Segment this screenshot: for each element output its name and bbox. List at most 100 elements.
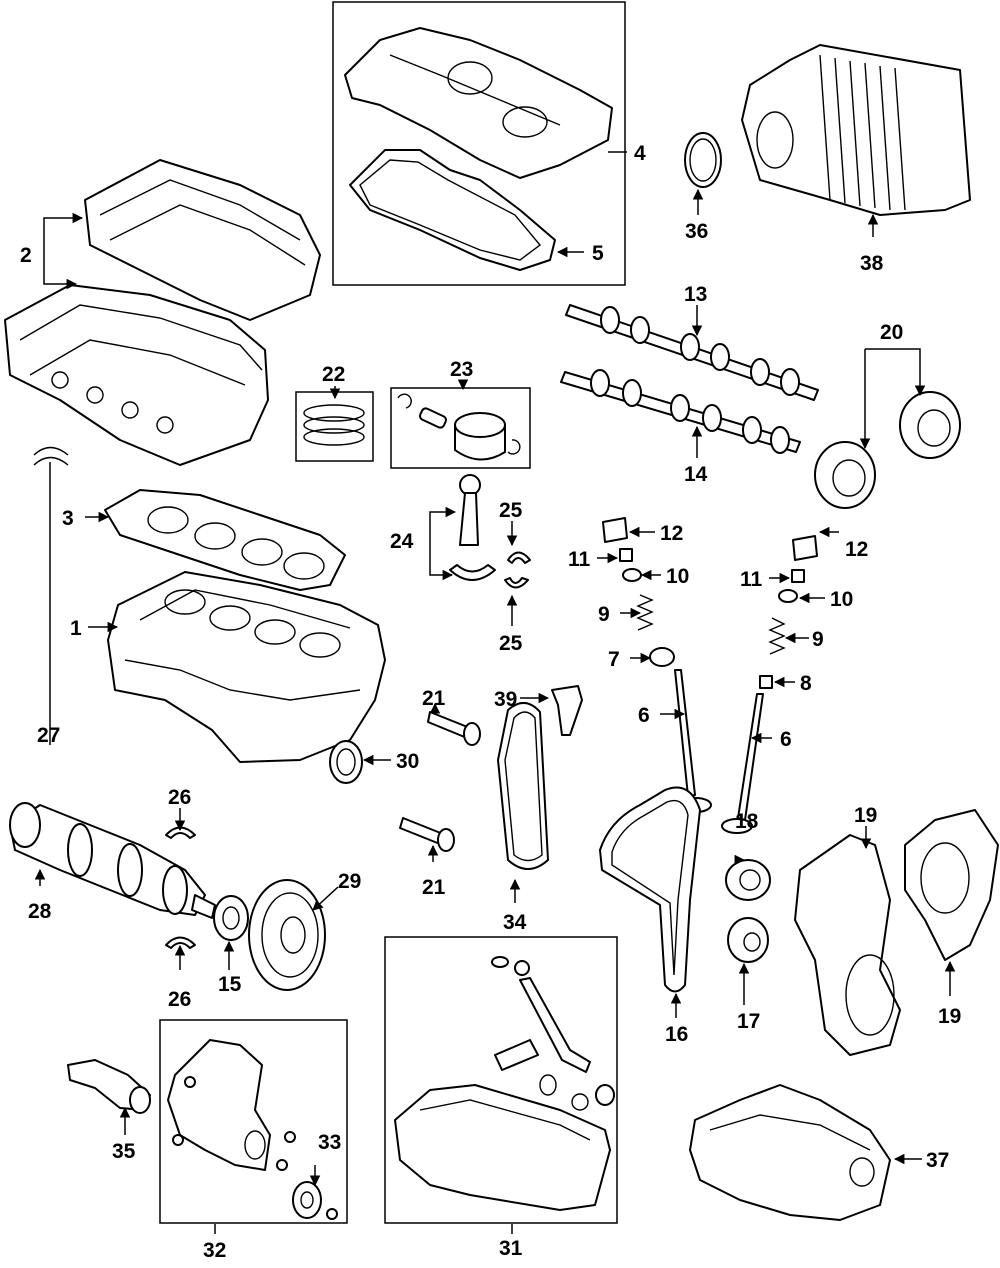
callout-1: 1 xyxy=(70,617,82,640)
callout-12-right: 12 xyxy=(845,538,868,561)
valve-keeper-left xyxy=(619,548,633,562)
oil-filter-adapter xyxy=(494,1039,539,1071)
oil-pan xyxy=(394,1084,611,1211)
callout-31: 31 xyxy=(499,1237,523,1260)
valve-spring-right xyxy=(768,617,786,655)
thrust-washer xyxy=(33,446,69,466)
callout-30: 30 xyxy=(396,750,419,773)
valve-cover-group-box xyxy=(332,1,626,286)
piston-rings xyxy=(303,404,365,446)
oil-pump-group-box xyxy=(159,1019,348,1224)
leader-lines xyxy=(34,151,956,1234)
callout-25-lower: 25 xyxy=(499,632,523,655)
tensioner-pulley xyxy=(727,917,769,963)
exhaust-valve xyxy=(721,693,764,834)
callout-20: 20 xyxy=(880,321,903,344)
callout-19-right: 19 xyxy=(938,1005,961,1028)
chain-tensioner xyxy=(551,685,583,736)
rod-bearing-upper xyxy=(507,551,531,564)
callout-2: 2 xyxy=(20,244,32,267)
camshaft-carrier xyxy=(84,159,321,321)
exhaust-camshaft xyxy=(560,369,801,454)
callout-6-left: 6 xyxy=(638,704,650,727)
callout-38: 38 xyxy=(860,252,884,275)
timing-chain xyxy=(599,786,701,993)
callout-12-left: 12 xyxy=(660,522,683,545)
timing-cover-inner xyxy=(794,834,901,1056)
callout-27: 27 xyxy=(37,724,60,747)
callout-5: 5 xyxy=(592,242,604,265)
valve-seal xyxy=(649,647,675,667)
vvt-solenoid-upper xyxy=(427,711,481,746)
callout-11-left: 11 xyxy=(568,548,591,571)
callout-9-left: 9 xyxy=(598,603,610,626)
callout-22: 22 xyxy=(322,363,345,386)
callout-26-lower: 26 xyxy=(168,988,191,1011)
oil-pump xyxy=(167,1039,296,1171)
callout-21-upper: 21 xyxy=(422,687,446,710)
callout-32: 32 xyxy=(203,1239,226,1262)
valve-retainer-left xyxy=(622,568,642,582)
callout-33: 33 xyxy=(318,1131,341,1154)
valve-cover xyxy=(344,27,613,179)
callout-18: 18 xyxy=(735,810,759,833)
oil-pump-drive-gear xyxy=(292,1181,338,1220)
callout-9-right: 9 xyxy=(812,628,824,651)
callout-25-upper: 25 xyxy=(499,499,523,522)
callout-8: 8 xyxy=(800,672,812,695)
valve-lifter-right xyxy=(792,535,818,561)
callout-39: 39 xyxy=(494,688,517,711)
oil-pan-group-box xyxy=(384,936,618,1224)
callout-14: 14 xyxy=(684,463,708,486)
callout-36: 36 xyxy=(685,220,708,243)
valve-cover-gasket xyxy=(349,149,556,271)
crankshaft xyxy=(9,802,216,919)
crankshaft-pulley xyxy=(248,879,326,991)
head-gasket xyxy=(104,489,346,591)
callout-6-right: 6 xyxy=(780,728,792,751)
callout-10-left: 10 xyxy=(666,565,689,588)
oil-pickup-tube xyxy=(491,956,591,1073)
callout-34: 34 xyxy=(503,911,527,934)
rod-bearing-lower xyxy=(504,577,529,589)
balance-shaft-unit xyxy=(689,1084,891,1221)
crankshaft-sprocket xyxy=(213,895,249,941)
thermostat-housing xyxy=(67,1059,151,1114)
oil-cooler-seal xyxy=(684,132,722,188)
callout-26-upper: 26 xyxy=(168,786,191,809)
timing-cover-outer xyxy=(904,809,999,961)
callout-24: 24 xyxy=(390,530,414,553)
vvt-solenoid-lower xyxy=(399,817,455,852)
engine-block xyxy=(107,571,386,763)
intake-camshaft xyxy=(565,304,819,401)
callout-35: 35 xyxy=(112,1140,136,1163)
callout-3: 3 xyxy=(62,507,74,530)
idler-pulley xyxy=(725,859,771,901)
oil-cooler xyxy=(741,44,971,216)
valve-retainer-right xyxy=(778,589,798,603)
callout-16: 16 xyxy=(665,1023,688,1046)
callout-21-lower: 21 xyxy=(422,876,446,899)
callout-13: 13 xyxy=(684,283,707,306)
connecting-rod xyxy=(449,474,496,581)
valve-spring-left xyxy=(636,594,654,631)
cam-phaser-intake xyxy=(899,391,961,459)
balance-shaft-chain xyxy=(497,702,549,870)
piston-ring-box xyxy=(295,391,374,462)
callout-23: 23 xyxy=(450,358,473,381)
oil-pan-seals xyxy=(539,1074,615,1111)
main-bearing-lower xyxy=(165,936,196,949)
callout-10-right: 10 xyxy=(830,588,853,611)
crankshaft-seal xyxy=(329,740,363,784)
callout-19-left: 19 xyxy=(854,804,877,827)
callout-11-right: 11 xyxy=(740,568,763,591)
callout-37: 37 xyxy=(926,1149,949,1172)
callout-29: 29 xyxy=(338,870,361,893)
callout-28: 28 xyxy=(28,900,52,923)
callout-4: 4 xyxy=(634,142,646,165)
valve-guide-seal xyxy=(759,675,773,689)
valve-keeper-right xyxy=(791,569,805,583)
callout-17: 17 xyxy=(737,1010,760,1033)
cam-phaser-exhaust xyxy=(814,441,876,509)
